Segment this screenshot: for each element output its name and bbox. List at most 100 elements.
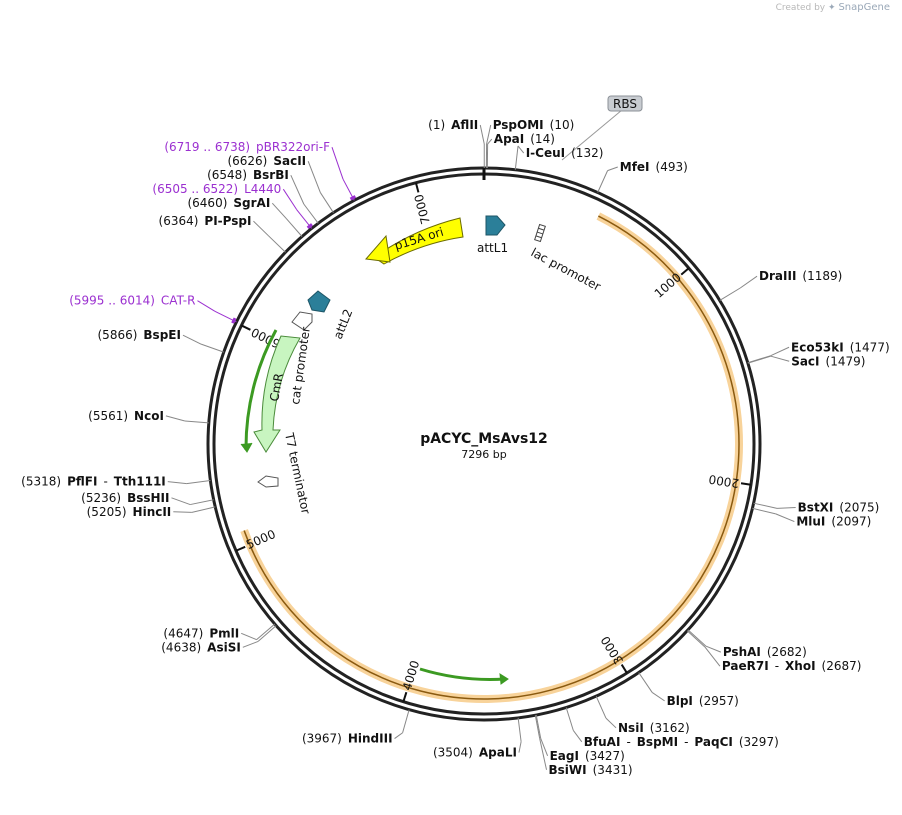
site-label-part: DraIII <box>759 269 796 283</box>
tick-mark-5000 <box>235 545 246 552</box>
leader-elbow-eco53ki <box>770 346 790 357</box>
site-label-part: (6548) <box>207 168 247 182</box>
site-label-part: (14) <box>530 132 555 146</box>
site-label-part: SacII <box>273 154 306 168</box>
site-label-pspomi[interactable]: PspOMI(10) <box>493 118 575 132</box>
site-label-part: (5236) <box>81 491 121 505</box>
leader-iceui <box>514 145 519 170</box>
site-label-part: (5561) <box>88 409 128 423</box>
snapgene-logo-icon: ✦ <box>828 3 836 13</box>
tick-label-3000: 3000 <box>598 634 626 667</box>
site-label-part: ApaI <box>494 132 524 146</box>
site-label-part: (3162) <box>650 721 690 735</box>
site-label-eagi[interactable]: EagI(3427) <box>550 749 625 763</box>
site-label-pflfi[interactable]: (5318)PflFI-Tth111I <box>21 475 166 489</box>
site-label-part: (493) <box>656 160 688 174</box>
leader-pipspi <box>267 235 286 253</box>
site-label-pmli[interactable]: (4647)PmlI <box>163 626 239 640</box>
leader-elbow-iceui <box>517 145 525 154</box>
site-label-part: BlpI <box>667 694 693 708</box>
attl2-arrow[interactable] <box>307 290 331 313</box>
leader-bfuai <box>565 707 574 731</box>
leader-elbow-pspomi <box>486 124 492 145</box>
site-label-sgrai[interactable]: (6460)SgrAI <box>187 196 270 210</box>
site-label-cat-r[interactable]: (5995 .. 6014)CAT-R <box>69 294 195 308</box>
plasmid-length: 7296 bp <box>461 448 506 461</box>
site-label-pshai[interactable]: PshAI(2682) <box>723 645 807 659</box>
site-label-mfei[interactable]: MfeI (493) <box>620 160 688 174</box>
site-label-blpi[interactable]: BlpI(2957) <box>667 694 739 708</box>
site-label-nsii[interactable]: NsiI(3162) <box>618 721 690 735</box>
site-label-sacii[interactable]: (6626) SacII <box>227 154 306 168</box>
p15a-ori-label: p15A ori <box>393 225 445 253</box>
site-label-hincii[interactable]: (5205)HincII <box>87 505 172 519</box>
site-label-part: (4638) <box>161 640 201 654</box>
site-label-bsshii[interactable]: (5236)BssHII <box>81 491 169 505</box>
leader-elbow-bsshii <box>171 497 191 506</box>
tick-label-5000: 5000 <box>244 527 278 552</box>
p15a-ori-arrow[interactable] <box>370 217 464 265</box>
site-label-saci[interactable]: SacI(1479) <box>791 354 865 368</box>
primer-name: pBR322ori-F <box>256 140 330 154</box>
site-label-paer7i[interactable]: PaeR7I-XhoI(2687) <box>722 659 862 673</box>
rbs-badge[interactable] <box>607 95 643 112</box>
site-label-part: (1) <box>428 118 445 132</box>
site-label-part: (6626) <box>227 154 267 168</box>
site-label-bfuai[interactable]: BfuAI-BspMI-PaqCI(3297) <box>584 735 779 749</box>
site-label-bstxi[interactable]: BstXI(2075) <box>798 501 880 515</box>
site-label-part: (3297) <box>739 735 779 749</box>
primer-range: (5995 .. 6014) <box>69 294 155 308</box>
site-label-mlui[interactable]: MluI(2097) <box>796 515 871 529</box>
leader-ncoi <box>184 420 209 424</box>
site-label-eco53ki[interactable]: Eco53kI(1477) <box>791 340 890 354</box>
site-label-apali[interactable]: (3504)ApaLI <box>433 746 517 760</box>
leader-elbow-sgrai <box>271 202 287 219</box>
site-label-pbr322ori-f[interactable]: (6719 .. 6738)pBR322ori-F <box>164 140 330 154</box>
lac-promoter-icon[interactable] <box>534 223 546 243</box>
site-label-draiii[interactable]: DraIII(1189) <box>759 269 842 283</box>
site-label-part: (132) <box>571 146 603 160</box>
site-label-part: (5318) <box>21 475 61 489</box>
leader-bspei <box>200 343 224 353</box>
site-label-part: PaeR7I <box>722 659 769 673</box>
site-label-part: - <box>103 475 107 489</box>
site-label-bspei[interactable]: (5866)BspEI <box>98 328 181 342</box>
site-label-bsiwi[interactable]: BsiWI(3431) <box>549 763 633 777</box>
site-label-part: BspEI <box>143 328 181 342</box>
leader-mlui <box>752 507 776 515</box>
leader-elbow-apali <box>518 741 522 753</box>
site-label-hindiii[interactable]: (3967)HindIII <box>302 732 393 746</box>
insert-region-line <box>243 215 740 700</box>
cat-promoter-arrow[interactable] <box>291 311 313 331</box>
attl1-arrow[interactable] <box>485 215 506 236</box>
site-label-part: MfeI <box>620 160 650 174</box>
t7-terminator-icon[interactable] <box>257 475 279 488</box>
leader-blpi <box>638 672 653 693</box>
primer-mark-l4440 <box>306 223 313 229</box>
site-label-apai[interactable]: ApaI (14) <box>494 132 555 146</box>
site-label-bsrbi[interactable]: (6548)BsrBI <box>207 168 289 182</box>
site-label-part: PmlI <box>209 626 239 640</box>
tick-mark-7000 <box>414 182 420 193</box>
site-label-aflii[interactable]: (1)AflII <box>428 118 478 132</box>
site-label-iceui[interactable]: I-CeuI(132) <box>526 146 604 160</box>
site-label-part: PshAI <box>723 645 761 659</box>
site-label-l4440[interactable]: (6505 .. 6522)L4440 <box>152 182 281 196</box>
site-label-part: (1479) <box>826 354 866 368</box>
cmr-arrow[interactable] <box>253 335 301 453</box>
leader-elbow-pipspi <box>253 220 269 236</box>
leader-elbow-l4440 <box>282 188 298 210</box>
site-label-pipspi[interactable]: (6364)PI-PspI <box>159 214 252 228</box>
credit-brand: SnapGene <box>838 2 890 13</box>
leader-eagi <box>535 714 542 739</box>
leader-pshai <box>687 629 707 647</box>
primer-mark-pbr322ori-f <box>349 195 357 201</box>
site-label-ncoi[interactable]: (5561)NcoI <box>88 409 164 423</box>
site-label-part: BstXI <box>798 501 834 515</box>
site-label-part: BfuAI <box>584 735 621 749</box>
attl2-label: attL2 <box>331 307 356 341</box>
site-label-asisi[interactable]: (4638)AsiSI <box>161 640 241 654</box>
tick-mark-3000 <box>620 664 628 674</box>
leader-sacii <box>319 192 334 213</box>
